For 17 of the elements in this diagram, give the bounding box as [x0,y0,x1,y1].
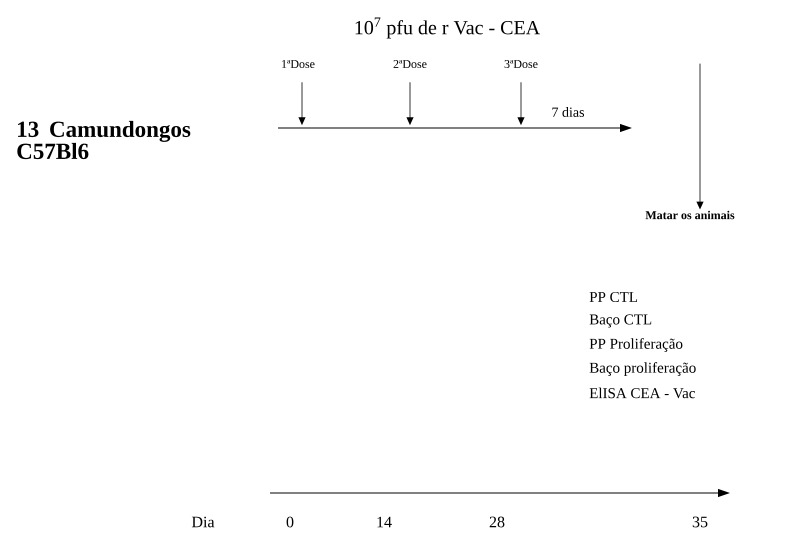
title: 10$^{7}$ pfu de r Vac - CEA [356,18,540,38]
dose-label: 1ªDose [282,60,315,68]
tick-label: 0 [286,516,294,528]
tick-label: 14 [377,516,392,528]
axis-label: Dia [192,516,214,528]
tick-label: 35 [692,516,708,528]
step-label: Matar os animais [646,210,734,220]
dose-label: 2ªDose [394,60,427,68]
list-item: PP CTL [590,292,638,302]
list-item: PP Proliferação [590,338,682,352]
list-item: Baço proliferação [590,362,696,376]
dose-label: 3ªDose [504,60,538,68]
group-label: 13 Camundongos C57Bl6 [17,120,190,160]
note: 7 dias [552,107,584,117]
list-item: Baço CTL [590,314,652,328]
tick-label: 28 [490,516,504,528]
list-item: ElISA CEA - Vac [590,388,695,398]
